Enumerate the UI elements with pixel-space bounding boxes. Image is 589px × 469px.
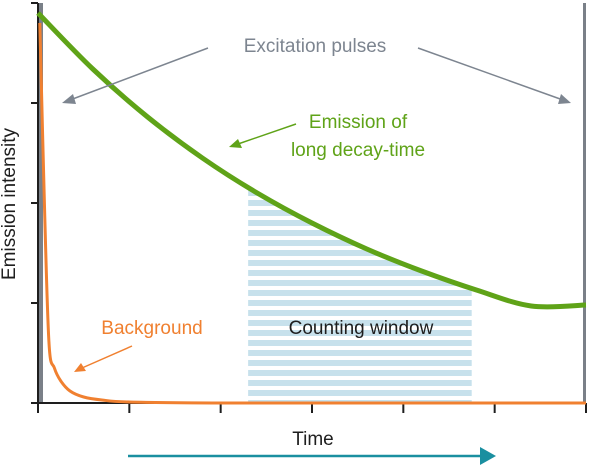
excitation-pulses — [38, 3, 586, 403]
emission-arrow — [237, 123, 297, 145]
counting-window-label: Counting window — [289, 318, 434, 339]
series-background-line — [38, 22, 586, 405]
y-axis-label: Emission intensity — [0, 127, 20, 280]
arrowhead-icon — [229, 139, 242, 148]
series-emission-line — [36, 11, 587, 310]
excitation-pulses-label: Excitation pulses — [244, 36, 387, 57]
x-ticks — [37, 403, 587, 413]
background-arrow — [81, 345, 133, 369]
excitation-arrow-right — [417, 47, 564, 101]
excitation-pulse-bar — [583, 3, 586, 403]
arrowhead-icon — [558, 94, 571, 104]
y-ticks — [31, 2, 38, 404]
x-axis-label: Time — [292, 429, 334, 450]
time-arrow-head-icon — [480, 447, 496, 465]
emission-label-line2: long decay-time — [291, 140, 425, 161]
excitation-arrow-left — [69, 47, 209, 101]
arrowhead-icon — [74, 363, 86, 372]
emission-label-line1: Emission of — [309, 112, 408, 133]
annotation-arrows — [62, 47, 571, 372]
background-label: Background — [101, 318, 202, 339]
arrowhead-icon — [62, 94, 76, 104]
counting-window — [248, 187, 472, 403]
excitation-pulse-bar — [38, 3, 43, 403]
